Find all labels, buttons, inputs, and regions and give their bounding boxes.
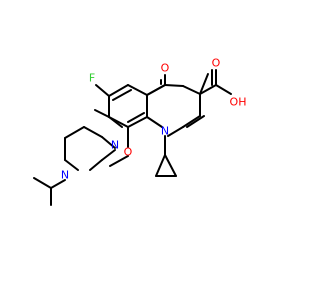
bond: [101, 149, 116, 161]
bond: [167, 126, 184, 137]
bond: [127, 116, 148, 128]
piperazine-nitrogen-upper-label: N: [111, 139, 119, 152]
bond: [182, 115, 201, 128]
bond: [95, 84, 110, 97]
atom-labels: F O OH O N O N N: [61, 57, 247, 182]
bond: [101, 136, 116, 149]
bond: [155, 154, 166, 177]
bond: [64, 126, 85, 139]
bond: [94, 109, 110, 118]
bond: [164, 154, 177, 177]
acid-hydroxyl-label: OH: [230, 96, 247, 109]
bond: [199, 84, 217, 95]
bond: [164, 84, 184, 87]
bond: [89, 159, 103, 171]
bond: [64, 159, 79, 171]
bond: [199, 73, 209, 95]
ketone-oxygen-label: O: [161, 62, 170, 75]
bond: [127, 84, 148, 96]
molecule-structure: F O OH O N O N N: [33, 57, 247, 206]
bond: [146, 116, 163, 128]
bond: [182, 85, 201, 95]
methoxy-oxygen-label: O: [124, 146, 133, 159]
bond: [108, 116, 123, 128]
bond: [215, 84, 232, 95]
piperazine-nitrogen-lower-label: N: [61, 169, 69, 182]
quinolone-nitrogen-label: N: [161, 125, 169, 138]
bonds: [33, 69, 232, 206]
bond: [109, 155, 129, 167]
bond: [50, 179, 66, 189]
acid-carbonyl-oxygen-label: O: [212, 57, 221, 70]
bond: [146, 84, 166, 96]
bond: [127, 112, 145, 123]
bond: [186, 115, 205, 128]
bond: [33, 177, 52, 189]
fluorine-label: F: [89, 72, 95, 85]
bond: [108, 84, 129, 97]
bond: [112, 89, 132, 101]
bond: [83, 126, 103, 138]
